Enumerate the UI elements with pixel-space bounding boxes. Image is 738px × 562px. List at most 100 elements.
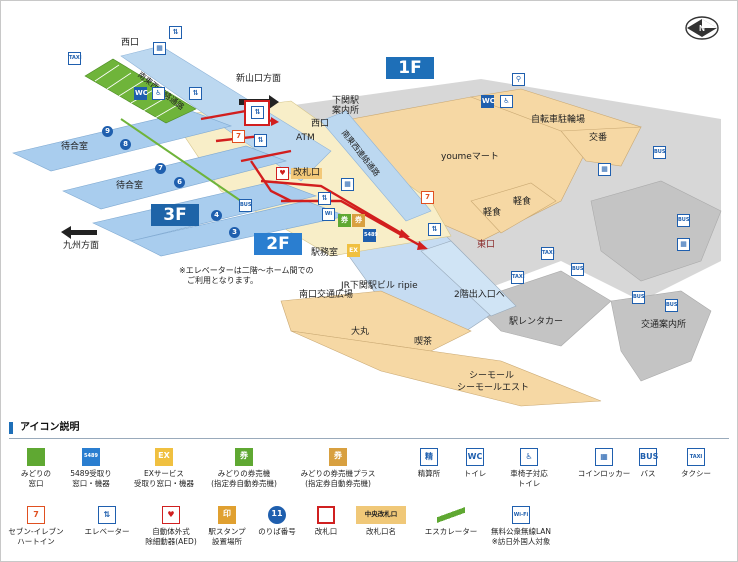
escalator-icon	[437, 506, 465, 524]
legend-item: 印駅スタンプ 設置場所	[187, 506, 267, 547]
label-south-plaza: 南口交通広場	[299, 290, 354, 300]
legend-title: アイコン説明	[9, 422, 80, 434]
coin-locker-icon: ▦	[595, 448, 613, 466]
police-block	[560, 126, 642, 167]
legend-item-label: 自動体外式 除細動器(AED)	[145, 527, 197, 546]
legend-item-label: セブン-イレブン ハートイン	[8, 527, 64, 546]
rental-car-block	[470, 270, 612, 347]
fare-adjust-icon: 精	[420, 448, 438, 466]
map-illustration: N	[12, 16, 722, 407]
label-west-exit-2: 西口	[311, 119, 330, 129]
aed-icon: ♥	[162, 506, 180, 524]
ticket-machine-plus-icon: 券	[329, 448, 347, 466]
legend-item-label: 精算所	[417, 469, 441, 478]
legend-item-label: みどりの 窓口	[21, 469, 51, 488]
label-waiting-room-1: 待合室	[61, 142, 89, 152]
legend-item: みどりの 窓口	[0, 448, 76, 489]
legend-item: WC トイレ	[435, 448, 515, 479]
label-ticket-gate: 改札口	[291, 168, 323, 179]
platform-4-5	[92, 180, 318, 242]
elevator-icon: ⇅	[98, 506, 116, 524]
elevator-icon-4: ⇅	[318, 192, 331, 205]
legend-item: ⇅ エレベーター	[67, 506, 147, 537]
taxi-icon: TAXI	[541, 247, 555, 260]
bus-icon-6: BUS	[239, 199, 252, 212]
platform-number-3: 3	[229, 227, 240, 238]
legend-item-label: のりば番号	[258, 527, 296, 536]
legend-item-label: トイレ	[463, 469, 487, 478]
legend-item-label: エレベーター	[84, 527, 130, 536]
legend-item: 改札口	[286, 506, 366, 537]
bus-icon-2: BUS	[677, 214, 690, 227]
legend-item: エスカレーター	[411, 506, 491, 537]
wall-stripe-green	[120, 118, 242, 202]
label-light-meal-1: 軽食	[513, 197, 532, 207]
legend-item: 5489 5489受取り 窓口・機器	[51, 448, 131, 489]
legend-item-label: 駅スタンプ 設置場所	[208, 527, 246, 546]
label-ripie: JR下関駅ビル ripie	[341, 281, 418, 291]
label-seamall: シーモール	[469, 371, 515, 381]
east-gray-building	[590, 180, 722, 282]
platform-number-7: 7	[155, 163, 166, 174]
wifi-icon: Wi-Fi	[512, 506, 530, 524]
5489-icon: 5489	[82, 448, 100, 466]
elevator-icon-3: ⇅	[254, 134, 267, 147]
label-waiting-room-2: 待合室	[116, 181, 144, 191]
legend-item-label: コインロッカー	[577, 469, 631, 478]
platform-number-6: 6	[174, 177, 185, 188]
legend-item-label: 5489受取り 窓口・機器	[70, 469, 112, 488]
bus-icon: BUS	[653, 146, 666, 159]
east-corridor	[320, 110, 432, 222]
label-seamall-east: シーモールエスト	[457, 383, 530, 393]
label-station-office: 駅務室	[311, 248, 339, 258]
green-window-icon	[27, 448, 45, 466]
label-bike-parking: 自転車駐輪場	[531, 115, 586, 125]
aed-icon: ♥	[276, 167, 289, 180]
legend-item: ♿車椅子対応 トイレ	[489, 448, 569, 489]
seven-eleven-icon-2: 7	[421, 191, 434, 204]
legend-divider	[9, 438, 729, 439]
floor-label-3f: 3F	[151, 204, 199, 226]
ticket-gate-icon	[317, 506, 335, 524]
arrow-kyushu	[61, 226, 97, 239]
legend-item-label: 改札口	[314, 527, 338, 536]
bus-icon-5: BUS	[665, 299, 678, 312]
ticket-machine-icon: 券	[235, 448, 253, 466]
seven-eleven-icon: 7	[232, 130, 245, 143]
legend-item-label: 改札口名	[366, 527, 396, 536]
wifi-icon: Wi	[322, 208, 335, 221]
label-cafe: 喫茶	[414, 337, 433, 347]
wheelchair-toilet-icon: ♿	[152, 87, 165, 100]
legend-item-label: タクシー	[681, 469, 711, 478]
bus-icon-3: BUS	[571, 263, 584, 276]
coin-locker-icon-4: ▦	[677, 238, 690, 251]
bus-icon: BUS	[639, 448, 658, 466]
toilet-icon: WC	[466, 448, 484, 466]
seven-eleven-icon: 7	[27, 506, 45, 524]
label-daimaru: 大丸	[351, 327, 370, 337]
legend-item-label: 車椅子対応 トイレ	[510, 469, 548, 488]
ex-service-icon: EX	[155, 448, 173, 466]
ex-service-icon: EX	[347, 244, 360, 257]
traffic-info-block	[610, 290, 712, 382]
svg-text:N: N	[699, 24, 705, 33]
platform-6-7	[62, 145, 287, 210]
label-elevator-note: ※エレベーターは二階～ホーム間での ご利用となります。	[179, 266, 314, 285]
bus-icon-4: BUS	[632, 291, 645, 304]
legend-item-label: バス	[640, 469, 656, 478]
legend-item-label: エスカレーター	[424, 527, 478, 536]
label-upstairs-exit: 2階出入口へ	[454, 290, 505, 300]
gate-name-icon: 中央改札口	[356, 506, 406, 524]
legend-item: 券みどりの券売機プラス (指定券自動券売機)	[298, 448, 378, 489]
ticket-machine-plus-icon: 券	[352, 214, 365, 227]
label-kyushu: 九州方面	[63, 241, 100, 251]
label-rental-car: 駅レンタカー	[509, 317, 564, 327]
label-station-info: 下関駅 案内所	[332, 96, 360, 116]
label-east-exit: 東口	[477, 240, 496, 250]
upstairs-walkway	[420, 240, 517, 317]
floor-label-2f: 2F	[254, 233, 302, 255]
